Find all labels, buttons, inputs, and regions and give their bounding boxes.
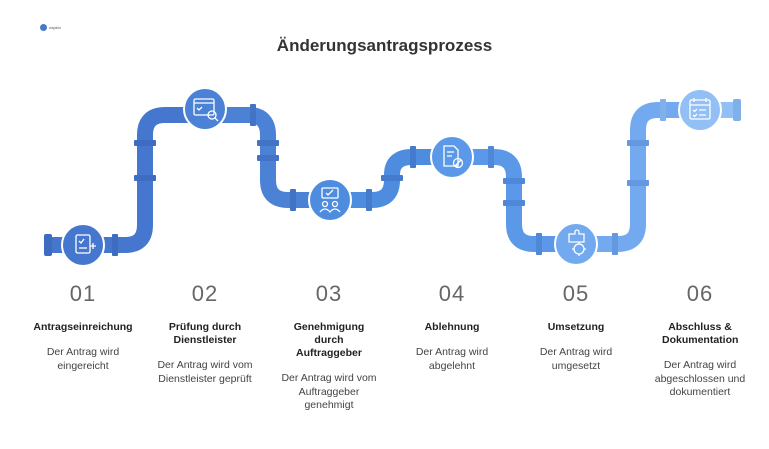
calendar-checklist-icon xyxy=(689,98,711,120)
step-title: Antragseinreichung xyxy=(33,321,133,333)
search-window-icon xyxy=(193,98,219,122)
step-number: 04 xyxy=(438,281,466,306)
step-description: Der Antrag wird eingereicht xyxy=(46,346,120,372)
step-description: Der Antrag wird umgesetzt xyxy=(539,346,613,372)
step-number: 01 xyxy=(69,281,97,306)
pipe-segment-3 xyxy=(330,146,452,211)
pipe-segment-2 xyxy=(205,104,330,211)
step-6-node xyxy=(678,88,722,132)
pipe-segment-1 xyxy=(44,107,205,256)
brand-logo: napkin xyxy=(40,24,61,31)
step-2-node xyxy=(183,87,227,131)
document-checklist-icon xyxy=(75,234,96,254)
logo-text: napkin xyxy=(49,25,61,30)
page-title: Änderungsantragsprozess xyxy=(276,36,493,55)
step-description: Der Antrag wird vom Auftraggeber genehmi… xyxy=(281,372,377,411)
puzzle-gear-icon xyxy=(568,229,586,256)
step-number: 05 xyxy=(562,281,590,306)
step-title: Prüfung durch Dienstleister xyxy=(168,321,242,346)
step-description: Der Antrag wird abgeschlossen und dokume… xyxy=(654,359,746,398)
step-1-node xyxy=(61,223,105,267)
step-2: 02 Prüfung durch Dienstleister Der Antra… xyxy=(145,281,265,386)
step-number: 02 xyxy=(191,281,219,306)
pipe-segment-4 xyxy=(452,146,576,255)
step-title: Ablehnung xyxy=(424,321,480,333)
step-5-node xyxy=(554,222,598,266)
document-rejected-icon xyxy=(443,145,464,169)
step-1: 01 Antragseinreichung Der Antrag wird ei… xyxy=(23,281,143,373)
step-6: 06 Abschluss & Dokumentation Der Antrag … xyxy=(640,281,760,400)
step-number: 06 xyxy=(686,281,714,306)
step-3-node xyxy=(308,178,352,222)
step-description: Der Antrag wird abgelehnt xyxy=(415,346,489,372)
pipe-segment-5 xyxy=(576,102,700,255)
step-title: Umsetzung xyxy=(547,321,605,333)
logo-mark-icon xyxy=(40,24,47,31)
step-description: Der Antrag wird vom Dienstleister geprüf… xyxy=(157,359,253,385)
step-number: 03 xyxy=(315,281,343,306)
step-3: 03 Genehmigung durch Auftraggeber Der An… xyxy=(269,281,389,413)
step-4: 04 Ablehnung Der Antrag wird abgelehnt xyxy=(392,281,512,373)
step-title: Genehmigung durch Auftraggeber xyxy=(293,321,365,359)
step-4-node xyxy=(430,135,474,179)
step-5: 05 Umsetzung Der Antrag wird umgesetzt xyxy=(516,281,636,373)
team-approval-icon xyxy=(319,187,341,214)
step-title: Abschluss & Dokumentation xyxy=(662,321,739,346)
